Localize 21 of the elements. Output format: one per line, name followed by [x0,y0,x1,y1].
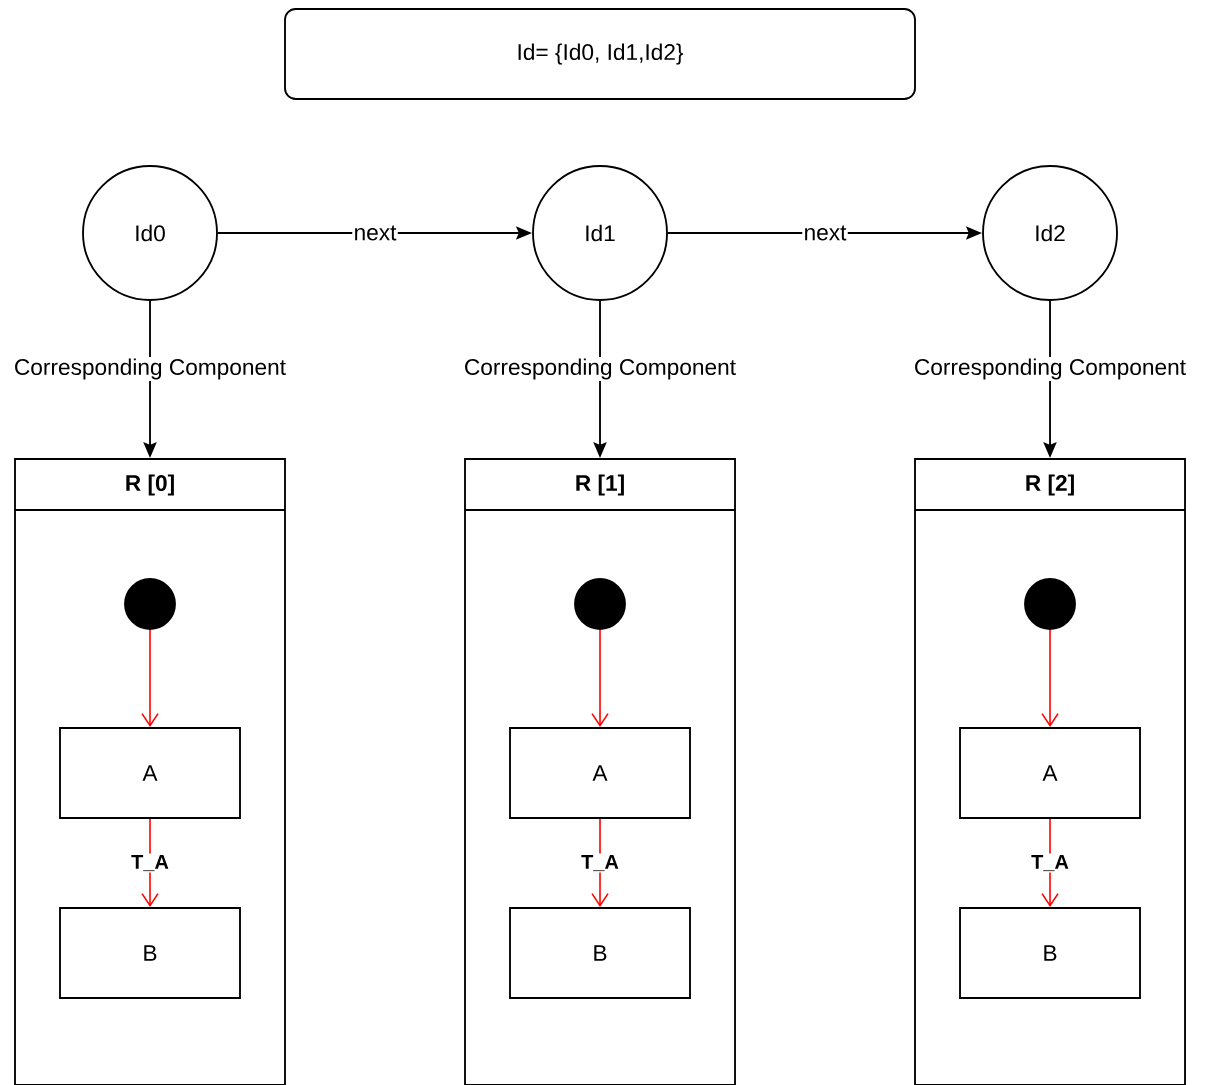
edge-label: Corresponding Component [12,357,288,381]
state-box: A [509,727,691,819]
edge-label: Corresponding Component [462,357,738,381]
edge-label: next [802,224,848,242]
arrow [141,629,159,728]
set-box: Id= {Id0, Id1,Id2} [284,8,916,100]
edge-label: Corresponding Component [912,357,1188,381]
state-box: A [959,727,1141,819]
edge-label: next [352,224,398,242]
edge-label: T_A [129,853,171,873]
state-box: B [959,907,1141,999]
initial-state [574,578,626,630]
initial-state [124,578,176,630]
state-box: B [509,907,691,999]
state-box: B [59,907,241,999]
edge-label: T_A [1029,853,1071,873]
arrow [1041,629,1059,728]
initial-state [1024,578,1076,630]
state-box: A [59,727,241,819]
arrow [591,629,609,728]
edge-label: T_A [579,853,621,873]
